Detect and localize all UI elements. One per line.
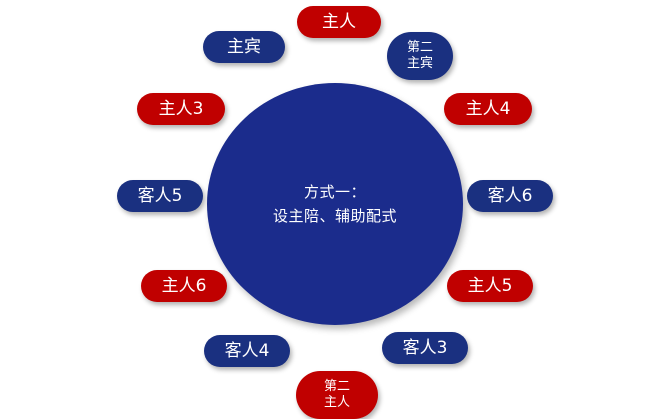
center-title-line-1: 方式一： <box>303 183 366 201</box>
seat-label-host[interactable]: 主人 <box>297 6 381 38</box>
seat-label-second-guest[interactable]: 第二主宾 <box>387 32 453 80</box>
seat-label-text: 客人4 <box>224 340 270 361</box>
seat-label-text: 主人3 <box>158 98 204 119</box>
seat-label-guest-6[interactable]: 客人6 <box>467 180 553 212</box>
seat-label-text: 主宾 <box>227 36 261 57</box>
seat-label-host-3[interactable]: 主人3 <box>137 93 225 125</box>
seat-label-text: 第二 <box>323 379 350 394</box>
seat-label-text-2: 主人 <box>323 395 350 410</box>
center-title-line-2: 设主陪、辅助配式 <box>272 207 397 225</box>
seat-label-text: 主人6 <box>161 275 207 296</box>
center-circle: 方式一： 设主陪、辅助配式 <box>207 83 463 325</box>
seat-label-text: 客人3 <box>402 337 448 358</box>
seat-label-text: 主人 <box>322 11 356 32</box>
seat-label-guest-3[interactable]: 客人3 <box>382 332 468 364</box>
seat-label-host-5[interactable]: 主人5 <box>447 270 533 302</box>
seat-label-text-2: 主宾 <box>406 56 433 71</box>
seat-label-text: 客人6 <box>487 185 533 206</box>
seat-label-guest-4[interactable]: 客人4 <box>204 335 290 367</box>
seat-label-host-4[interactable]: 主人4 <box>444 93 532 125</box>
seat-label-main-guest[interactable]: 主宾 <box>203 31 285 63</box>
seat-label-guest-5[interactable]: 客人5 <box>117 180 203 212</box>
seat-label-text: 第二 <box>406 40 433 55</box>
seat-label-host-6[interactable]: 主人6 <box>141 270 227 302</box>
seat-label-text: 主人4 <box>465 98 511 119</box>
seat-label-second-host[interactable]: 第二主人 <box>296 371 378 419</box>
seat-label-text: 主人5 <box>467 275 513 296</box>
seat-label-text: 客人5 <box>137 185 183 206</box>
